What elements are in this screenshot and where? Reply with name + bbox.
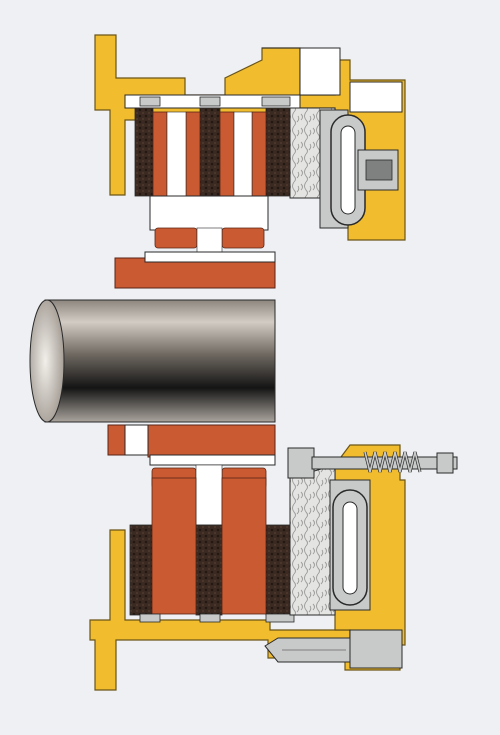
lower-lining-1 (129, 524, 153, 616)
center-hub-bar (144, 251, 276, 263)
upper-disc-3 (219, 111, 235, 197)
upper-gap-1 (166, 111, 187, 197)
upper-spacer-1 (139, 96, 161, 107)
adjust-nut (287, 447, 315, 479)
upper-lining-2 (199, 107, 221, 197)
upper-lining-1 (134, 107, 154, 197)
adjust-spring (363, 451, 422, 473)
upper-disc-1 (152, 111, 168, 197)
upper-piston-slot-inner (340, 125, 356, 215)
upper-disc-4 (251, 111, 267, 197)
center-hub-bottom (147, 424, 276, 458)
upper-inner-gap (196, 227, 223, 255)
upper-spacer-2 (199, 96, 221, 107)
adjust-locknut (436, 452, 454, 474)
center-key-white (124, 424, 149, 456)
lower-lining-3 (265, 524, 291, 616)
upper-inner-hub (149, 195, 269, 231)
upper-bolt-core (365, 159, 393, 181)
lower-bolt-head (349, 629, 403, 669)
lower-spacer-3 (265, 613, 295, 623)
lower-disc-1 (151, 477, 197, 615)
lower-disc-2 (221, 477, 267, 615)
upper-inner-pad-1 (154, 227, 198, 249)
lower-spacer-1 (139, 613, 161, 623)
lower-lining-2 (195, 524, 223, 616)
upper-gap-2 (233, 111, 253, 197)
upper-disc-2 (185, 111, 201, 197)
lower-inner-gap (195, 464, 223, 526)
upper-inner-pad-2 (221, 227, 265, 249)
shaft-body (44, 299, 276, 423)
lower-spacer-2 (199, 613, 221, 623)
upper-cover-block (349, 81, 403, 113)
upper-lining-3 (265, 107, 291, 197)
lower-pressure-plate (289, 464, 336, 616)
center-hub-bottom-bar (149, 454, 276, 466)
shaft-end (29, 299, 65, 423)
upper-cover-plate (262, 47, 341, 96)
upper-spacer-3 (261, 96, 291, 107)
lower-piston-slot-inner (342, 501, 358, 595)
